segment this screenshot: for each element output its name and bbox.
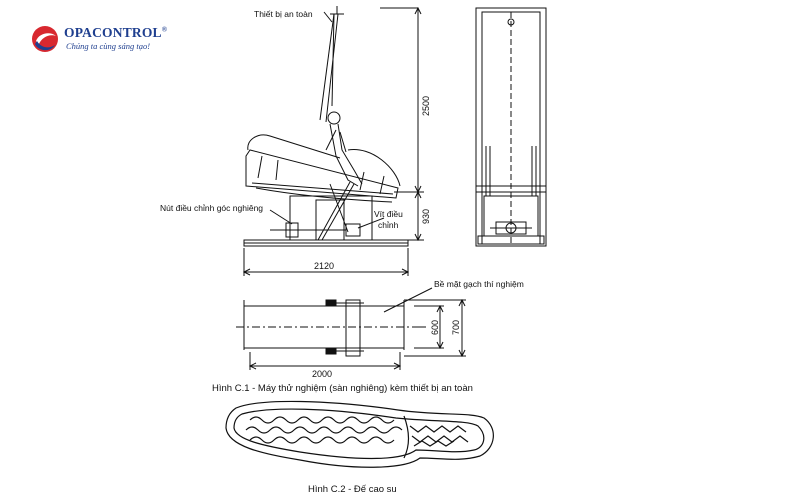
dim-height-upper: 2500 bbox=[421, 96, 431, 116]
dim-plan-width-inner: 600 bbox=[430, 320, 440, 335]
opacontrol-logo: OPACONTROL® Chúng ta cùng sáng tạo! bbox=[30, 22, 180, 58]
rubber-sole-drawing bbox=[225, 400, 494, 468]
logo-brand: OPACONTROL® bbox=[64, 25, 168, 40]
label-adjust-screw-2: chỉnh bbox=[378, 220, 399, 230]
tilting-platform bbox=[245, 134, 401, 203]
test-person-figure bbox=[325, 111, 363, 187]
safety-device-rig bbox=[319, 6, 344, 123]
dim-plan-width-outer: 700 bbox=[451, 320, 461, 335]
dim-height-lower: 930 bbox=[421, 209, 431, 224]
angle-adjust-nut bbox=[285, 222, 299, 238]
test-tile-surface bbox=[345, 299, 361, 357]
side-elevation-view bbox=[242, 6, 424, 276]
dim-plan-length: 2000 bbox=[312, 369, 332, 379]
logo-mark-icon bbox=[32, 26, 58, 52]
adjust-screw bbox=[345, 223, 361, 237]
label-test-tile-surface: Bề mặt gạch thí nghiệm bbox=[434, 279, 524, 289]
label-safety-device: Thiết bị an toàn bbox=[254, 9, 313, 19]
dim-base-length: 2120 bbox=[314, 261, 334, 271]
plan-view bbox=[236, 287, 466, 370]
logo-tagline: Chúng ta cùng sáng tạo! bbox=[66, 41, 151, 51]
end-elevation-view bbox=[475, 7, 547, 247]
caption-figure-c1: Hình C.1 - Máy thử nghiệm (sàn nghiêng) … bbox=[212, 383, 473, 394]
label-adjust-screw-1: Vít điều bbox=[374, 209, 403, 219]
caption-figure-c2: Hình C.2 - Đế cao su bbox=[308, 484, 397, 495]
label-angle-button: Nút điều chỉnh góc nghiêng bbox=[160, 203, 263, 213]
